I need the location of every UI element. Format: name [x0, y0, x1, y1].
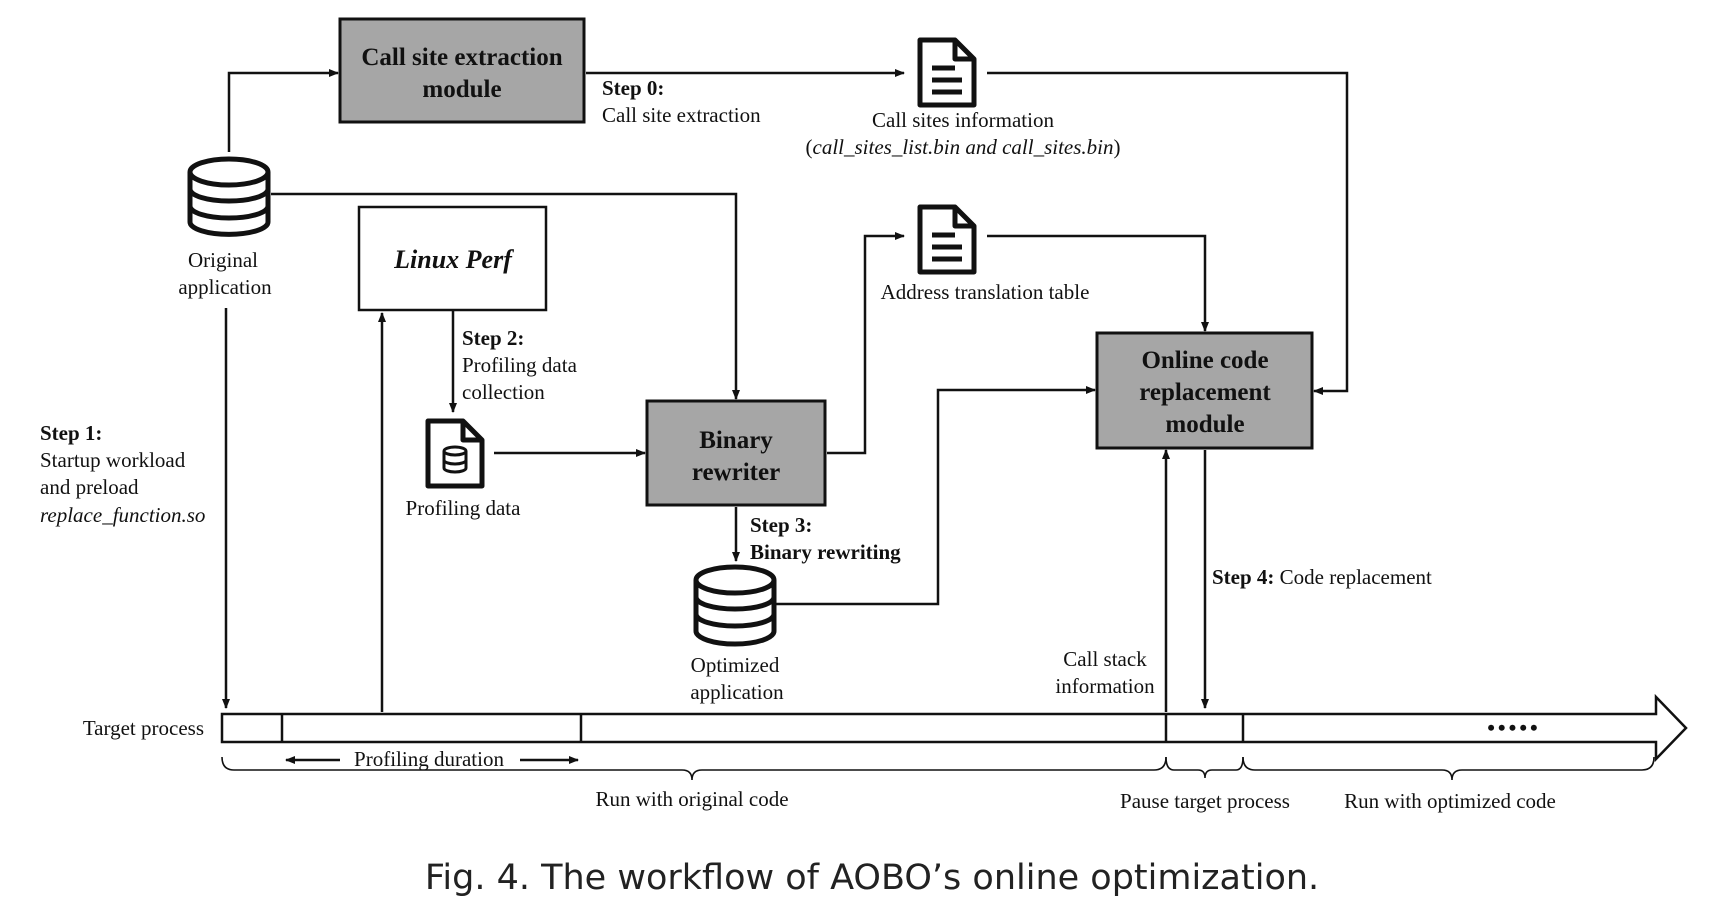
profiling-data-file-icon	[425, 418, 485, 489]
linux-perf-box: Linux Perf	[357, 205, 548, 312]
document-icon	[917, 204, 977, 275]
text-line: Original	[188, 248, 258, 272]
arrow-table-to-replacement	[987, 234, 1209, 332]
step-text: collection	[462, 380, 545, 404]
brace-run-optimized	[1242, 756, 1655, 781]
step-label: Step 3:	[750, 513, 812, 537]
optimized-application-label: Optimized application	[690, 653, 784, 704]
profiling-duration-label: Profiling duration	[354, 747, 504, 771]
pause-label: Pause target process	[1120, 789, 1290, 813]
run-original-label: Run with original code	[595, 787, 788, 811]
step-text: Call site extraction	[602, 103, 761, 127]
step-text: Startup workload	[40, 448, 186, 472]
brace-pause	[1165, 756, 1244, 779]
text-line: Call sites information	[872, 108, 1054, 132]
call-sites-information-label: Call sites information (call_sites_list.…	[806, 108, 1121, 159]
text-line: information	[1055, 674, 1155, 698]
step0-label: Step 0: Call site extraction	[602, 76, 761, 127]
step4-label: Step 4: Code replacement	[1212, 565, 1432, 589]
arrow-app-to-rewriter	[271, 192, 740, 400]
module-label: module	[1165, 411, 1244, 438]
module-label: Call site extraction	[361, 44, 562, 71]
profiling-data-label: Profiling data	[406, 496, 522, 520]
database-icon	[187, 156, 271, 237]
call-site-extraction-module: Call site extraction module	[338, 17, 586, 124]
target-process-timeline	[220, 693, 1688, 763]
text-line: (call_sites_list.bin and call_sites.bin)	[806, 135, 1121, 159]
module-label: Online code	[1141, 347, 1268, 374]
document-icon	[917, 37, 977, 108]
linux-perf-label: Linux Perf	[393, 245, 514, 274]
brace-run-original	[221, 756, 1167, 781]
arrow-callsites-to-replacement	[987, 71, 1349, 395]
arrow-optimized-to-replacement	[776, 386, 1096, 606]
text-line: application	[178, 275, 272, 299]
arrow-app-to-extraction	[227, 69, 339, 152]
run-optimized-label: Run with optimized code	[1344, 789, 1556, 813]
step-label: Step 1:	[40, 421, 102, 445]
original-application-label: Original application	[178, 248, 272, 299]
timeline-ellipsis: •••••	[1487, 715, 1541, 740]
step2-label: Step 2: Profiling data collection	[462, 326, 578, 404]
online-code-replacement-module: Online code replacement module	[1095, 331, 1314, 450]
step-label: Step 4:	[1212, 565, 1274, 589]
step-file: replace_function.so	[40, 503, 205, 527]
call-stack-information-label: Call stack information	[1055, 647, 1155, 698]
database-icon	[693, 564, 777, 647]
address-translation-table-label: Address translation table	[881, 280, 1090, 304]
step-text: Code replacement	[1280, 565, 1432, 589]
binary-rewriter-module: Binary rewriter	[645, 399, 827, 507]
step-text: and preload	[40, 475, 139, 499]
target-process-label: Target process	[83, 716, 204, 740]
step-text: Profiling data	[462, 353, 578, 377]
text-line: Optimized	[691, 653, 780, 677]
module-label: rewriter	[692, 459, 780, 486]
step-label: Step 0:	[602, 76, 664, 100]
text-line: application	[690, 680, 784, 704]
step1-label: Step 1: Startup workload and preload rep…	[40, 421, 205, 527]
module-label: Binary	[699, 427, 773, 454]
text-line: Call stack	[1063, 647, 1147, 671]
figure-caption: Fig. 4. The workflow of AOBO’s online op…	[425, 858, 1319, 898]
svg-text:Step 4: Code replacement: Step 4: Code replacement	[1212, 565, 1432, 589]
arrow-rewriter-to-table	[827, 232, 905, 455]
step-text: Binary rewriting	[750, 540, 901, 564]
step-label: Step 2:	[462, 326, 524, 350]
call-sites-files: call_sites_list.bin and call_sites.bin	[813, 135, 1114, 159]
module-label: replacement	[1139, 379, 1271, 406]
module-label: module	[422, 76, 501, 103]
step3-label: Step 3: Binary rewriting	[750, 513, 901, 564]
